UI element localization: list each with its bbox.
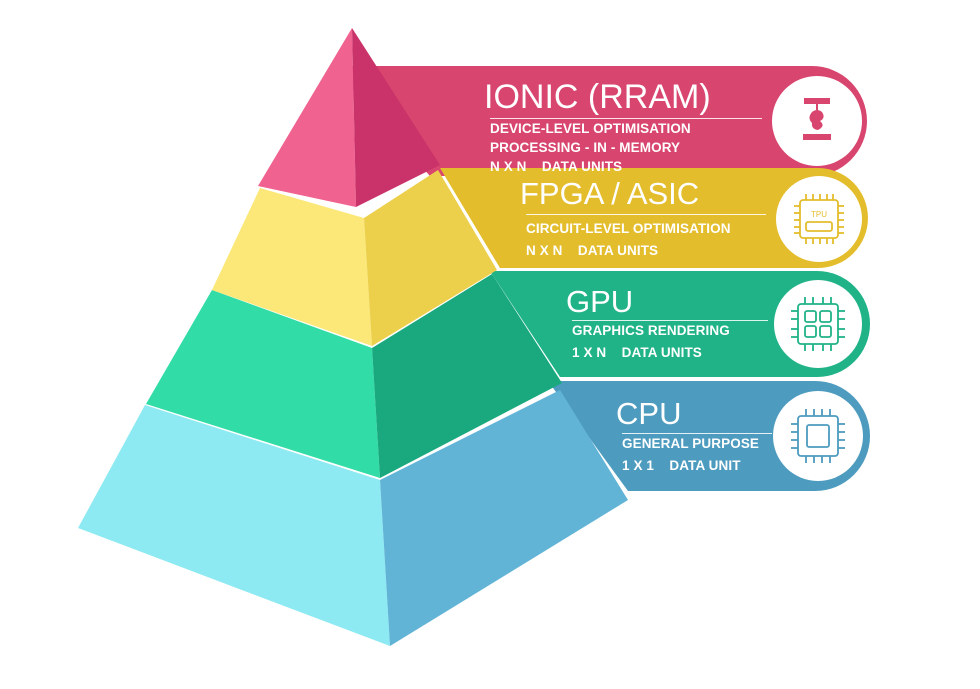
layer-label-cpu: CPU — [616, 398, 681, 429]
layer-detail-line: N X N DATA UNITS — [526, 243, 659, 258]
tpu-chip-icon: TPU — [794, 194, 844, 244]
pyramid — [78, 28, 628, 646]
icon-circle — [773, 391, 863, 481]
layer-detail-line: PROCESSING - IN - MEMORY — [490, 140, 681, 155]
band-shape — [490, 271, 870, 377]
tier-fpga-front — [212, 188, 372, 346]
band-shape — [440, 168, 868, 268]
layer-details-cpu: GENERAL PURPOSE 1 X 1 DATA UNIT — [622, 434, 759, 475]
tier-ionic-front — [258, 28, 356, 207]
layer-band-cpu — [548, 381, 870, 491]
tier-cpu-side — [380, 390, 628, 646]
layer-detail-line: DEVICE-LEVEL OPTIMISATION — [490, 121, 691, 136]
layer-divider — [490, 118, 762, 119]
cpu-chip-icon — [791, 409, 845, 463]
gpu-chip-icon — [791, 297, 845, 351]
layer-title: FPGA / ASIC — [520, 176, 700, 211]
tier-fpga-side — [364, 170, 497, 346]
layer-divider — [526, 214, 766, 215]
layer-details-ionic: DEVICE-LEVEL OPTIMISATION PROCESSING - I… — [490, 119, 691, 176]
layer-details-gpu: GRAPHICS RENDERING 1 X N DATA UNITS — [572, 321, 730, 362]
icon-circle — [776, 176, 862, 262]
layer-title: IONIC (RRAM) — [484, 78, 711, 116]
layer-band-gpu — [490, 271, 870, 377]
tier-cpu-front — [78, 405, 390, 646]
layer-title: GPU — [566, 284, 634, 319]
layer-divider — [572, 320, 768, 321]
layer-band-fpga — [440, 168, 868, 268]
layer-detail-line: N X N DATA UNITS — [490, 159, 623, 174]
layer-detail-line: 1 X N DATA UNITS — [572, 345, 702, 360]
tier-gpu-front — [146, 290, 380, 478]
tier-gpu-side — [372, 274, 562, 478]
band-shape — [330, 66, 867, 176]
layer-label-ionic: IONIC (RRAM) — [484, 80, 711, 114]
layer-detail-line: GENERAL PURPOSE — [622, 436, 760, 451]
layer-divider — [622, 433, 772, 434]
layer-title: CPU — [616, 396, 682, 431]
layer-label-gpu: GPU — [566, 286, 633, 317]
layer-label-fpga: FPGA / ASIC — [520, 178, 699, 209]
rram-device-icon — [803, 98, 831, 140]
layer-detail-line: 1 X 1 DATA UNIT — [622, 458, 741, 473]
tier-ionic-side — [352, 28, 440, 207]
tpu-chip-label: TPU — [811, 210, 827, 219]
layer-detail-line: CIRCUIT-LEVEL OPTIMISATION — [526, 221, 731, 236]
layer-detail-line: GRAPHICS RENDERING — [572, 323, 730, 338]
layer-details-fpga: CIRCUIT-LEVEL OPTIMISATION N X N DATA UN… — [526, 219, 731, 260]
icon-circle — [774, 280, 862, 368]
